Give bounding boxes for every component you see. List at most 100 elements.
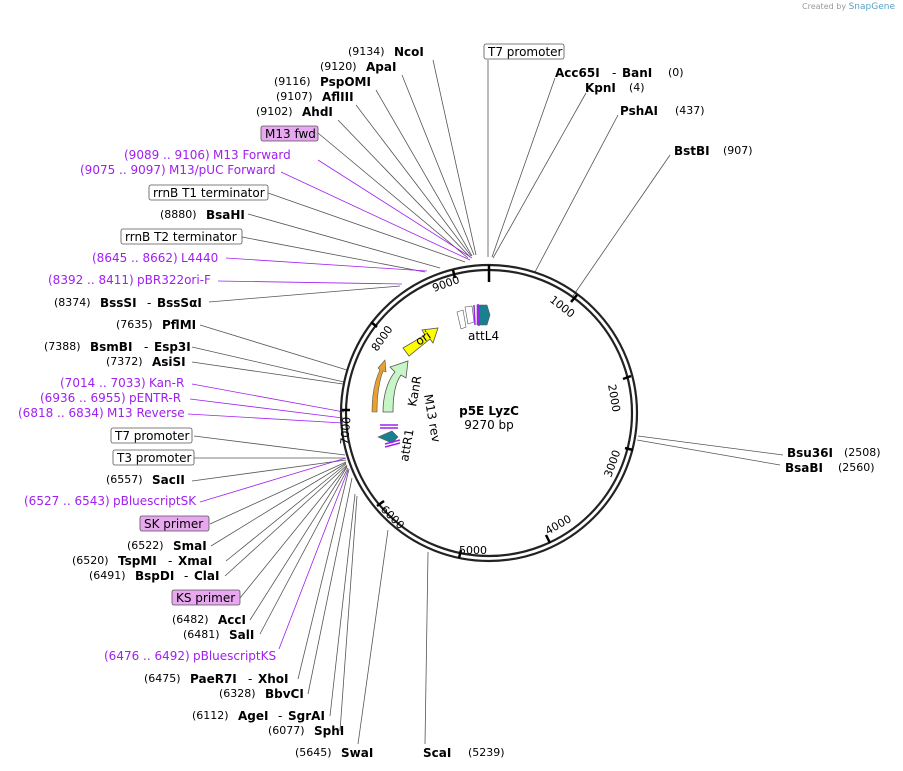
asisi-name: AsiSI	[152, 355, 186, 369]
svg-text:-: -	[612, 66, 616, 80]
t7-promoter-left-box	[110, 427, 193, 444]
m13-fwd-box	[260, 125, 319, 142]
kpni-pos: (4)	[629, 81, 645, 94]
attl4-feature	[476, 304, 491, 326]
svg-text:-: -	[144, 340, 148, 354]
acci-pos: (6482)	[172, 613, 209, 626]
tspmi-name: TspMI	[118, 554, 157, 568]
paer7i-name: PaeR7I	[190, 672, 237, 686]
rrnb-t1-label: rrnB T1 terminator	[153, 186, 265, 200]
pbluescriptsk-pos: (6527 .. 6543)	[24, 494, 110, 508]
sk-primer-label: SK primer	[144, 517, 203, 531]
bsssi-name2: BssSαI	[157, 296, 202, 310]
m13-reverse-pos: (6818 .. 6834)	[18, 406, 104, 420]
paer7i-pos: (6475)	[144, 672, 181, 685]
apai-pos: (9120)	[320, 60, 357, 73]
afliii-pos: (9107)	[276, 90, 313, 103]
rrnb-t1-box	[148, 184, 269, 201]
pflmi-name: PflMI	[162, 318, 196, 332]
swai-pos: (5645)	[295, 746, 332, 759]
pentr-name: pENTR-R	[129, 391, 181, 405]
agei-name2: SgrAI	[288, 709, 325, 723]
pbluescriptsk-name: pBluescriptSK	[113, 494, 197, 508]
tick-7000: 7000	[338, 416, 353, 445]
t7-promoter-top-label: T7 promoter	[487, 45, 563, 59]
agei-name: AgeI	[238, 709, 268, 723]
bspdi-pos: (6491)	[89, 569, 126, 582]
attr1-label: attR1	[397, 428, 416, 463]
apai-name: ApaI	[366, 60, 396, 74]
bani-name: BanI	[622, 66, 652, 80]
kanr-label: KanR	[405, 375, 424, 408]
l4440-pos: (8645 .. 8662)	[92, 251, 178, 265]
acci-name: AccI	[218, 613, 246, 627]
m13-forward-pos: (9089 .. 9106)	[124, 148, 210, 162]
ahdi-pos: (9102)	[256, 105, 293, 118]
pspomi-pos: (9116)	[274, 75, 311, 88]
snapgene-credit: Created by SnapGene	[802, 2, 895, 12]
bsu36i-name: Bsu36I	[787, 446, 833, 460]
bsssi-name: BssSI	[100, 296, 137, 310]
rrnb-t2-box	[120, 228, 243, 245]
svg-text:-: -	[278, 709, 282, 723]
leader-lines	[191, 59, 784, 745]
afliii-name: AflIII	[322, 90, 354, 104]
m13-puc-pos: (9075 .. 9097)	[80, 163, 166, 177]
agei-pos: (6112)	[192, 709, 229, 722]
bbvci-name: BbvCI	[265, 687, 304, 701]
bsmbi-name2: Esp3I	[154, 340, 191, 354]
tick-2000: 2000	[605, 383, 623, 413]
primer-leader-lines	[187, 159, 473, 650]
bsahi-name: BsaHI	[206, 208, 245, 222]
tick-5000: 5000	[459, 544, 487, 557]
bspdi-name: BspDI	[135, 569, 174, 583]
kanr-arrow	[382, 360, 409, 413]
tspmi-pos: (6520)	[72, 554, 109, 567]
bsmbi-pos: (7388)	[44, 340, 81, 353]
ncoi-pos: (9134)	[348, 45, 385, 58]
paer7i-name2: XhoI	[258, 672, 289, 686]
l4440-name: L4440	[181, 251, 218, 265]
ks-primer-label: KS primer	[176, 591, 235, 605]
bsmbi-name: BsmBI	[90, 340, 132, 354]
t3-promoter-box	[112, 449, 195, 466]
m13-fwd-label: M13 fwd	[265, 127, 316, 141]
pflmi-pos: (7635)	[116, 318, 153, 331]
scale-tick-marks	[342, 265, 634, 559]
tick-3000: 3000	[602, 448, 624, 479]
smai-pos: (6522)	[127, 539, 164, 552]
tspmi-name2: XmaI	[178, 554, 212, 568]
rrnb-t2-label: rrnB T2 terminator	[125, 230, 237, 244]
sali-pos: (6481)	[183, 628, 220, 641]
ks-primer-box	[171, 589, 241, 606]
kan-r-pos: (7014 .. 7033)	[60, 376, 146, 390]
sacii-name: SacII	[152, 473, 185, 487]
bstbi-name: BstBI	[674, 144, 710, 158]
bstbi-pos: (907)	[723, 144, 753, 157]
terminator-feature-2	[456, 309, 467, 330]
terminator-feature-1	[464, 305, 475, 325]
svg-text:-: -	[184, 569, 188, 583]
bsahi-pos: (8880)	[160, 208, 197, 221]
pbr322-pos: (8392 .. 8411)	[48, 273, 134, 287]
m13-forward-name: M13 Forward	[213, 148, 291, 162]
sphi-pos: (6077)	[268, 724, 305, 737]
promoter-arrow	[371, 359, 387, 413]
sacii-pos: (6557)	[106, 473, 143, 486]
m13-reverse-name: M13 Reverse	[107, 406, 185, 420]
attr1-feature	[377, 430, 399, 444]
t7-promoter-left-label: T7 promoter	[114, 429, 190, 443]
bspdi-name2: ClaI	[194, 569, 219, 583]
pbr322-name: pBR322ori-F	[137, 273, 211, 287]
credit-prefix: Created by	[802, 2, 847, 11]
bsssi-pos: (8374)	[54, 296, 91, 309]
sk-primer-box	[139, 515, 210, 532]
primer-marks-top	[473, 303, 480, 327]
plasmid-name: p5E LyzC	[459, 404, 519, 418]
svg-text:-: -	[248, 672, 252, 686]
sphi-name: SphI	[314, 724, 344, 738]
svg-text:-: -	[168, 554, 172, 568]
pshai-name: PshAI	[620, 104, 658, 118]
t3-promoter-label: T3 promoter	[116, 451, 192, 465]
